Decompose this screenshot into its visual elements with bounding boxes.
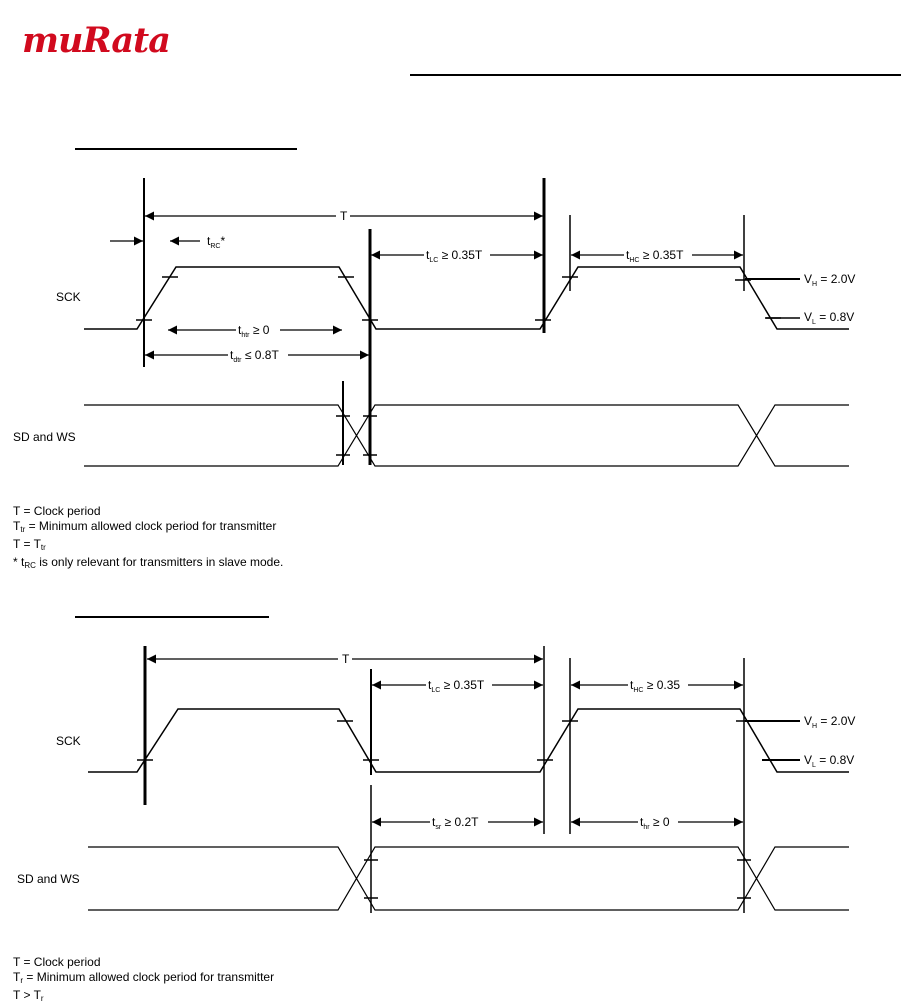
t-rc-label: tRC* <box>207 234 225 250</box>
t-lc-label: tLC ≥ 0.35T <box>428 678 485 694</box>
section2-title-rule <box>75 616 269 618</box>
section1-title-rule <box>75 148 297 150</box>
note-line: Ttr = Minimum allowed clock period for t… <box>13 519 277 534</box>
reference-lines <box>143 178 745 465</box>
period-label: T <box>342 652 350 666</box>
t-hr-label: thr ≥ 0 <box>640 815 670 831</box>
vh-label: VH = 2.0V <box>804 272 855 288</box>
crossing-ticks <box>136 276 800 456</box>
vh-label: VH = 2.0V <box>804 714 855 730</box>
note-line: T = Ttr <box>13 537 46 552</box>
t-sr-label: tsr ≥ 0.2T <box>432 815 479 831</box>
transmitter-notes: T = Clock period Ttr = Minimum allowed c… <box>13 504 283 573</box>
note-line: * tRC is only relevant for transmitters … <box>13 555 284 570</box>
dimension-labels: T tLC ≥ 0.35T tHC ≥ 0.35 tsr ≥ 0.2T thr … <box>338 651 855 831</box>
t-hc-label: tHC ≥ 0.35 <box>630 678 680 694</box>
t-lc-label: tLC ≥ 0.35T <box>426 248 483 264</box>
dimension-labels: T tRC* tLC ≥ 0.35T tHC ≥ 0.35T thtr ≥ 0 … <box>207 208 855 364</box>
note-line: T = Clock period <box>13 504 101 518</box>
note-line: T = Clock period <box>13 955 101 969</box>
sck-label: SCK <box>56 734 81 748</box>
period-label: T <box>340 209 348 223</box>
vl-label: VL = 0.8V <box>804 753 854 769</box>
sck-label: SCK <box>56 290 81 304</box>
reference-lines <box>143 646 745 913</box>
sd-ws-label: SD and WS <box>17 872 80 886</box>
sck-waveform <box>88 708 849 773</box>
sd-ws-waveform <box>84 404 849 467</box>
t-htr-label: thtr ≥ 0 <box>238 323 270 339</box>
sd-ws-waveform <box>88 846 849 911</box>
t-dtr-label: tdtr ≤ 0.8T <box>230 348 279 364</box>
note-line: T > Tr <box>13 988 44 1003</box>
transmitter-timing-diagram: SCK SD and WS <box>13 178 855 467</box>
header-rule <box>410 74 901 76</box>
murata-logo: muRata <box>22 20 171 61</box>
t-hc-label: tHC ≥ 0.35T <box>626 248 684 264</box>
sd-ws-label: SD and WS <box>13 430 76 444</box>
receiver-timing-diagram: SCK SD and WS <box>17 646 855 913</box>
vl-label: VL = 0.8V <box>804 310 854 326</box>
sck-waveform <box>84 266 849 330</box>
note-line: Tr = Minimum allowed clock period for tr… <box>13 970 275 985</box>
receiver-notes: T = Clock period Tr = Minimum allowed cl… <box>13 955 274 1006</box>
crossing-ticks <box>137 720 800 899</box>
